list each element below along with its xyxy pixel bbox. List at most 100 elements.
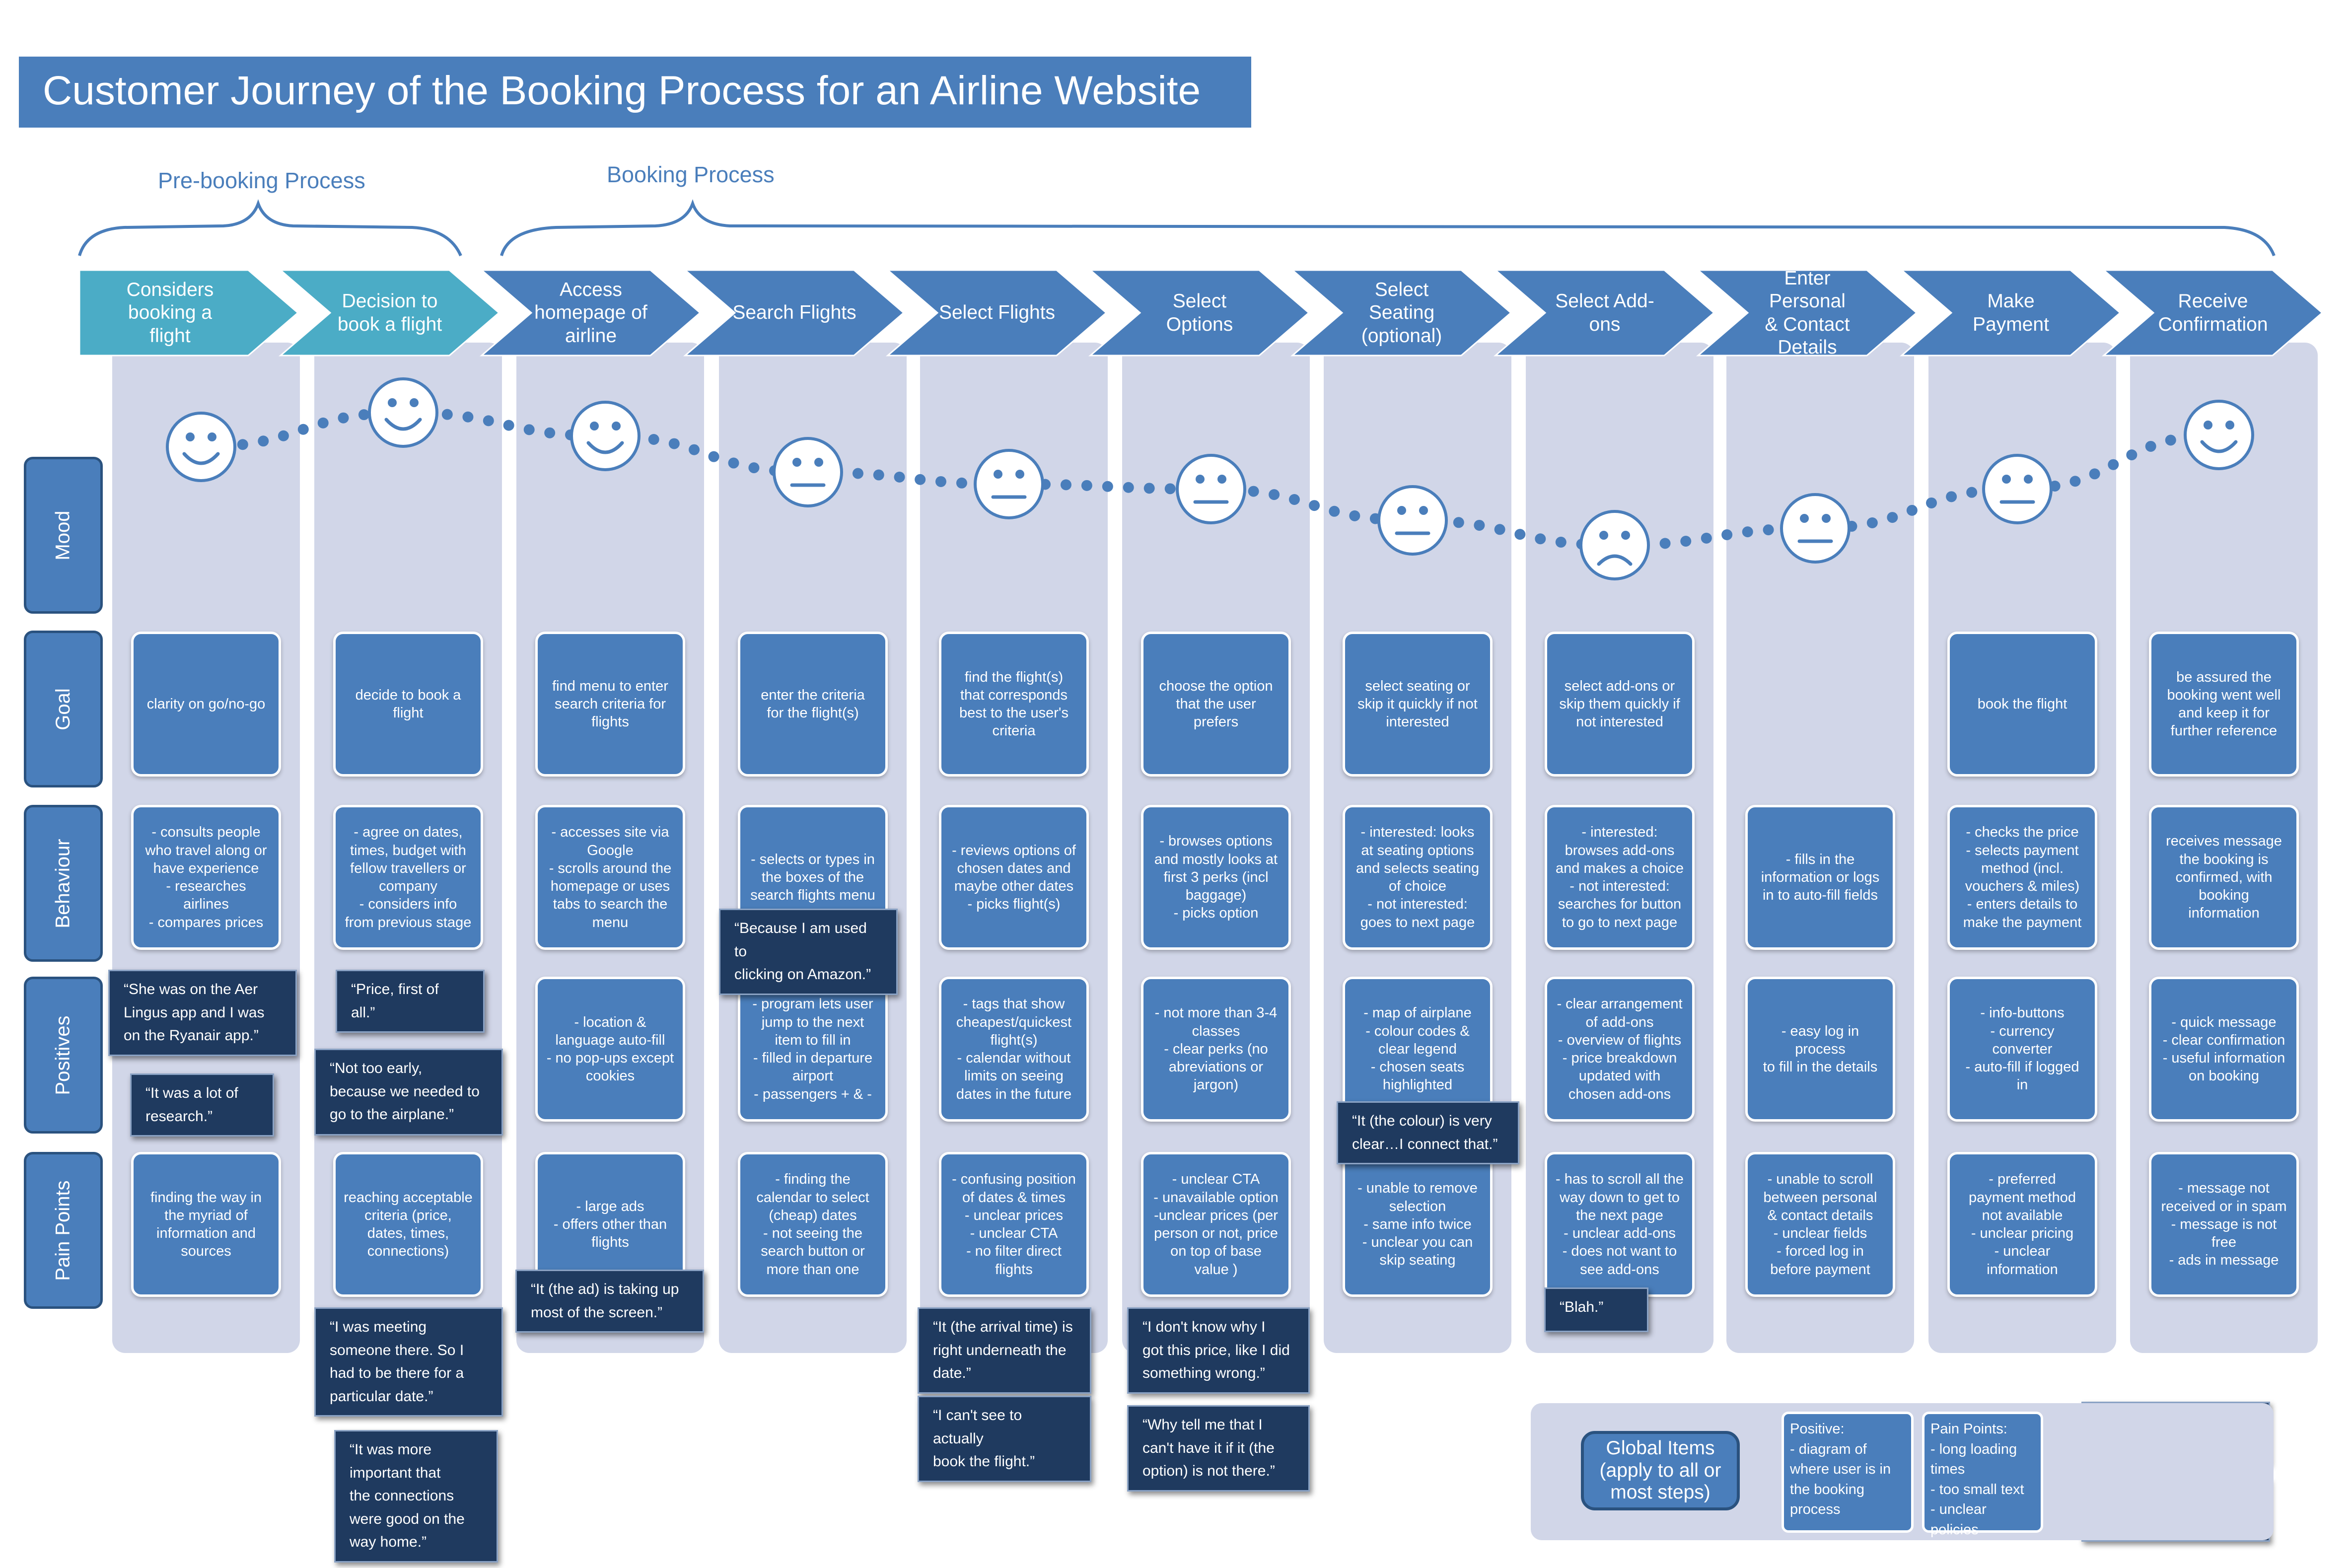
row-label-text: Pain Points [52, 1180, 74, 1281]
mood-face-neutral-icon [1176, 454, 1246, 524]
behaviours-card-9: - fills in the information or logs in to… [1745, 805, 1895, 950]
user-quote-8: “Because I am used to clicking on Amazon… [719, 909, 898, 995]
goals-card-5: find the flight(s) that corresponds best… [939, 632, 1089, 777]
row-label-text: Goal [52, 688, 74, 730]
behaviours-text: - interested: browses add-ons and makes … [1556, 824, 1684, 930]
pain-points-card-10: - preferred payment method not available… [1947, 1152, 2097, 1297]
step-arrow-8 [1493, 269, 1715, 356]
step-arrow-5 [885, 269, 1108, 356]
pain-points-text: - unable to remove selection - same info… [1357, 1180, 1478, 1269]
goals-text: choose the option that the user prefers [1159, 678, 1273, 730]
mood-face-sad-icon [1579, 510, 1650, 580]
global-items-button: Global Items (apply to all or most steps… [1581, 1431, 1740, 1510]
positives-card-9: - easy log in process to fill in the det… [1745, 977, 1895, 1122]
user-quote-1: “She was on the Aer Lingus app and I was… [108, 970, 297, 1056]
positives-text: - tags that show cheapest/quickest fligh… [956, 996, 1072, 1102]
row-label-behaviour: Behaviour [24, 805, 103, 962]
goals-card-7: select seating or skip it quickly if not… [1343, 632, 1493, 777]
goals-card-8: select add-ons or skip them quickly if n… [1545, 632, 1695, 777]
step-arrow-2 [278, 269, 500, 356]
pain-points-card-7: - unable to remove selection - same info… [1343, 1152, 1493, 1297]
positives-text: - not more than 3-4 classes - clear perk… [1154, 1005, 1278, 1093]
mood-face-neutral-icon [1982, 454, 2053, 524]
step-title-2: Decision to book a flight [337, 290, 442, 335]
positives-card-11: - quick message - clear confirmation - u… [2149, 977, 2299, 1122]
behaviours-card-2: - agree on dates, times, budget with fel… [333, 805, 483, 950]
step-title-10: Make Payment [1973, 290, 2049, 335]
positives-text: - program lets user jump to the next ite… [752, 996, 873, 1102]
user-quote-3: “Price, first of all.” [336, 970, 485, 1033]
step-title-5: Select Flights [938, 302, 1056, 324]
goals-card-4: enter the criteria for the flight(s) [738, 632, 888, 777]
page-title: Customer Journey of the Booking Process … [19, 57, 1251, 128]
goals-card-2: decide to book a flight [333, 632, 483, 777]
behaviours-text: - interested: looks at seating options a… [1355, 824, 1480, 930]
row-label-pain-points: Pain Points [24, 1152, 103, 1309]
behaviours-card-11: receives message the booking is confirme… [2149, 805, 2299, 950]
step-arrow-10 [1899, 269, 2122, 356]
step-title-1: Considers booking a flight [126, 279, 214, 347]
step-title-6: Select Options [1166, 290, 1233, 335]
mood-face-neutral-icon [773, 437, 843, 507]
positives-text: - easy log in process to fill in the det… [1763, 1023, 1878, 1075]
row-label-positives: Positives [24, 977, 103, 1134]
pain-points-card-9: - unable to scroll between personal & co… [1745, 1152, 1895, 1297]
behaviours-text: - selects or types in the boxes of the s… [750, 851, 875, 904]
goals-text: decide to book a flight [355, 687, 461, 721]
behaviours-text: - checks the price - selects payment met… [1963, 824, 2082, 930]
positives-card-5: - tags that show cheapest/quickest fligh… [939, 977, 1089, 1122]
pain-points-text: - confusing position of dates & times - … [952, 1171, 1076, 1278]
positives-text: - clear arrangement of add-ons - overvie… [1557, 996, 1683, 1102]
user-quote-5: “I was meeting someone there. So I had t… [314, 1307, 503, 1417]
positives-text: - info-buttons - currency converter - au… [1965, 1005, 2079, 1093]
behaviours-card-5: - reviews options of chosen dates and ma… [939, 805, 1089, 950]
behaviours-text: - reviews options of chosen dates and ma… [952, 842, 1076, 913]
pain-points-card-11: - message not received or in spam - mess… [2149, 1152, 2299, 1297]
goals-text: select add-ons or skip them quickly if n… [1559, 678, 1680, 730]
positives-card-8: - clear arrangement of add-ons - overvie… [1545, 977, 1695, 1122]
pain-points-text: - unclear CTA - unavailable option -uncl… [1153, 1171, 1279, 1278]
behaviours-text: - agree on dates, times, budget with fel… [345, 824, 472, 930]
goals-card-3: find menu to enter search criteria for f… [535, 632, 685, 777]
step-title-11: Receive Confirmation [2158, 290, 2268, 335]
mood-face-neutral-icon [974, 449, 1044, 519]
pain-points-text: - large ads - offers other than flights [553, 1198, 667, 1251]
goals-card-6: choose the option that the user prefers [1141, 632, 1291, 777]
brace-booking [500, 199, 2276, 257]
goals-text: select seating or skip it quickly if not… [1357, 678, 1478, 730]
pain-points-card-1: finding the way in the myriad of informa… [131, 1152, 281, 1297]
goals-text: book the flight [1977, 696, 2067, 712]
positives-text: - map of airplane - colour codes & clear… [1363, 1005, 1472, 1093]
goals-card-10: book the flight [1947, 632, 2097, 777]
row-label-text: Behaviour [52, 838, 74, 928]
step-title-7: Select Seating (optional) [1361, 279, 1442, 347]
user-quote-10: “I can't see to actually book the flight… [918, 1396, 1091, 1482]
pain-points-text: - message not received or in spam - mess… [2161, 1180, 2287, 1269]
behaviours-card-1: - consults people who travel along or ha… [131, 805, 281, 950]
mood-face-happy-icon [570, 401, 641, 471]
brace-pre-booking [78, 199, 462, 257]
behaviours-text: - accesses site via Google - scrolls aro… [549, 824, 672, 930]
row-label-goal: Goal [24, 631, 103, 787]
positives-text: - quick message - clear confirmation - u… [2162, 1014, 2285, 1084]
goals-text: enter the criteria for the flight(s) [761, 687, 865, 721]
step-arrow-6 [1088, 269, 1310, 356]
behaviours-text: - browses options and mostly looks at fi… [1154, 833, 1278, 922]
pain-points-card-8: - has to scroll all the way down to get … [1545, 1152, 1695, 1297]
step-title-9: Enter Personal & Contact Details [1765, 268, 1850, 358]
pain-points-text: - has to scroll all the way down to get … [1556, 1171, 1684, 1278]
step-arrow-1 [78, 269, 299, 356]
user-quote-6: “It was more important that the connecti… [334, 1430, 498, 1563]
user-quote-13: “It (the colour) is very clear…I connect… [1337, 1101, 1519, 1164]
behaviours-text: receives message the booking is confirme… [2166, 833, 2282, 922]
pain-points-card-4: - finding the calendar to select (cheap)… [738, 1152, 888, 1297]
behaviours-text: - consults people who travel along or ha… [145, 824, 267, 930]
row-label-text: Mood [52, 510, 74, 561]
goals-text: find menu to enter search criteria for f… [552, 678, 668, 730]
step-arrow-4 [683, 269, 905, 356]
positives-card-7: - map of airplane - colour codes & clear… [1343, 977, 1493, 1122]
behaviours-card-8: - interested: browses add-ons and makes … [1545, 805, 1695, 950]
step-title-8: Select Add-ons [1555, 290, 1654, 335]
pain-points-card-5: - confusing position of dates & times - … [939, 1152, 1089, 1297]
phase-label-pre-booking: Pre-booking Process [158, 168, 365, 193]
